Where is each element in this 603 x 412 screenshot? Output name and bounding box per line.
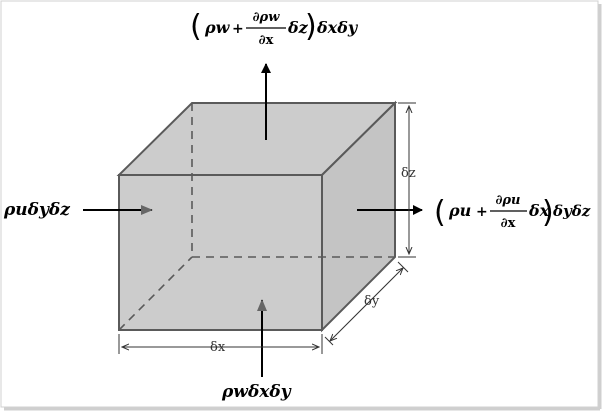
top-close-paren: ) [305, 9, 317, 44]
bottom-flux-label: ρwδxδy [221, 382, 292, 402]
right-base-term: ρu [448, 201, 471, 220]
right-close-paren: ) [542, 195, 554, 230]
dz-dimension [398, 102, 416, 258]
top-delta-term: δz [287, 18, 309, 37]
top-frac-denominator: ∂x [259, 33, 274, 48]
right-open-paren: ( [434, 195, 446, 230]
dy-label: δy [364, 294, 380, 309]
top-plus-sign: + [232, 21, 244, 37]
dy-dimension [324, 261, 409, 346]
right-delta-term: δx [528, 201, 550, 220]
cube-front-face [118, 174, 323, 331]
top-flux-expression: ( ρw + ∂ρw ∂x δz ) δxδy [190, 9, 359, 48]
top-tail-term: δxδy [316, 18, 359, 37]
cube [116, 100, 398, 333]
dx-dimension [118, 334, 323, 354]
top-open-paren: ( [190, 9, 202, 44]
right-frac-numerator: ∂ρu [495, 193, 520, 208]
dx-label: δx [210, 340, 226, 355]
right-plus-sign: + [476, 204, 488, 220]
left-flux-label: ρuδyδz [3, 200, 70, 220]
top-base-term: ρw [204, 18, 231, 37]
right-frac-denominator: ∂x [501, 216, 516, 231]
hidden-edge-diagonal [118, 256, 193, 331]
top-frac-numerator: ∂ρw [253, 10, 281, 25]
right-flux-expression: ( ρu + ∂ρu ∂x δx ) δyδz [434, 193, 591, 231]
right-tail-term: δyδz [552, 202, 591, 220]
dz-label: δz [401, 166, 416, 181]
